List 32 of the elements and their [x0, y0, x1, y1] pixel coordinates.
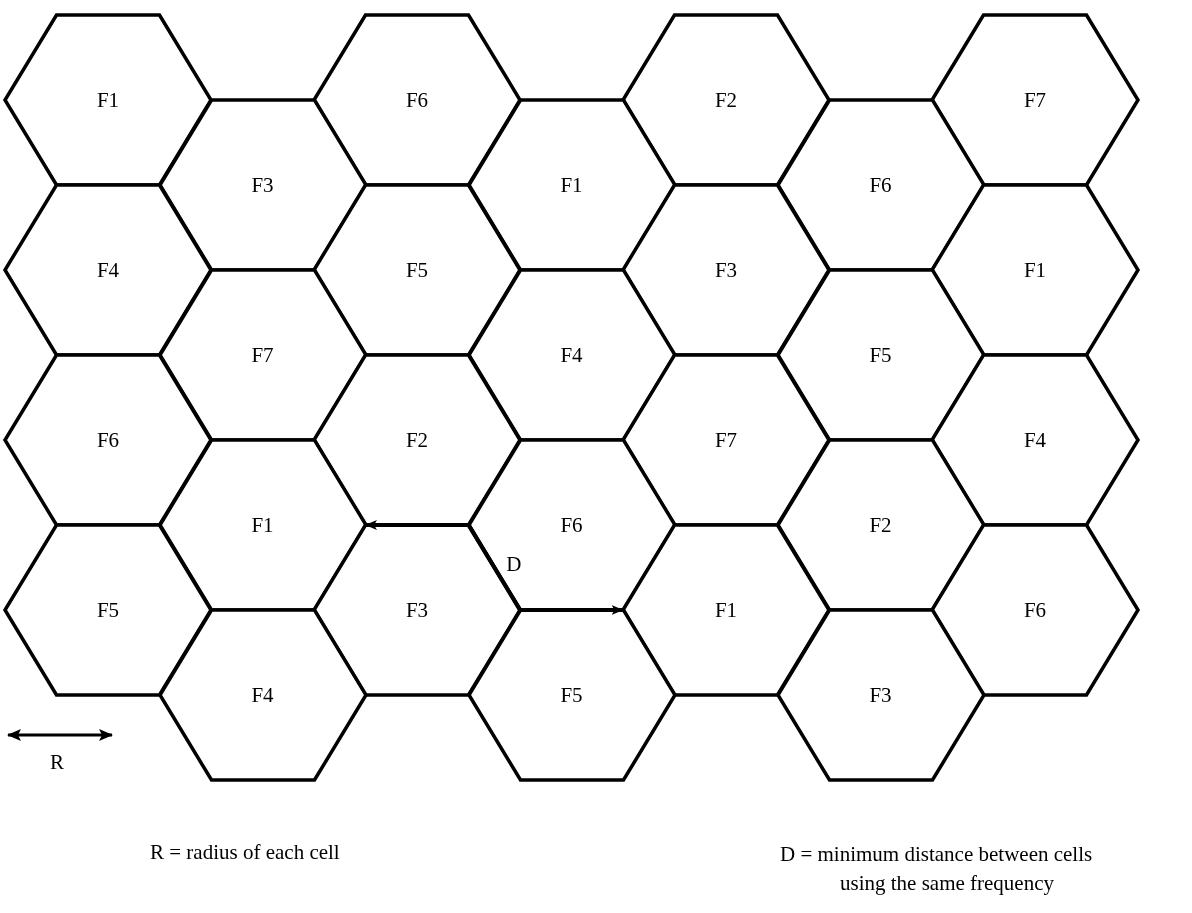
frequency-label: F2	[405, 427, 429, 453]
frequency-label: F1	[1023, 257, 1047, 283]
frequency-label: F3	[251, 172, 274, 198]
frequency-label: F6	[96, 427, 120, 453]
frequency-label: F4	[251, 682, 274, 708]
note-text: D = minimum distance between cells using the same frequency	[780, 841, 1094, 898]
frequency-label: F3	[869, 682, 892, 708]
frequency-label: F7	[251, 342, 274, 368]
frequency-label: F6	[405, 87, 429, 113]
frequency-label: F6	[869, 172, 892, 198]
arrow	[365, 520, 624, 615]
dimension-label: R	[50, 750, 64, 775]
frequency-label: F1	[560, 172, 583, 198]
frequency-label: F1	[96, 87, 120, 113]
frequency-label: F5	[96, 597, 120, 623]
frequency-label: F5	[869, 342, 892, 368]
frequency-label: F5	[560, 682, 583, 708]
frequency-label: F2	[714, 87, 738, 113]
frequency-label: F3	[405, 597, 429, 623]
frequency-label: F4	[1023, 427, 1047, 453]
frequency-label: F4	[560, 342, 583, 368]
frequency-label: F3	[714, 257, 738, 283]
frequency-label: F2	[869, 512, 892, 538]
frequency-label: F6	[1023, 597, 1047, 623]
frequency-label: F7	[714, 427, 738, 453]
frequency-label: F6	[560, 512, 583, 538]
frequency-label: F1	[714, 597, 738, 623]
frequency-label: F1	[251, 512, 274, 538]
note-text: R = radius of each cell	[150, 840, 340, 865]
frequency-label: F4	[96, 257, 120, 283]
frequency-label: F5	[405, 257, 429, 283]
frequency-label: F7	[1023, 87, 1047, 113]
